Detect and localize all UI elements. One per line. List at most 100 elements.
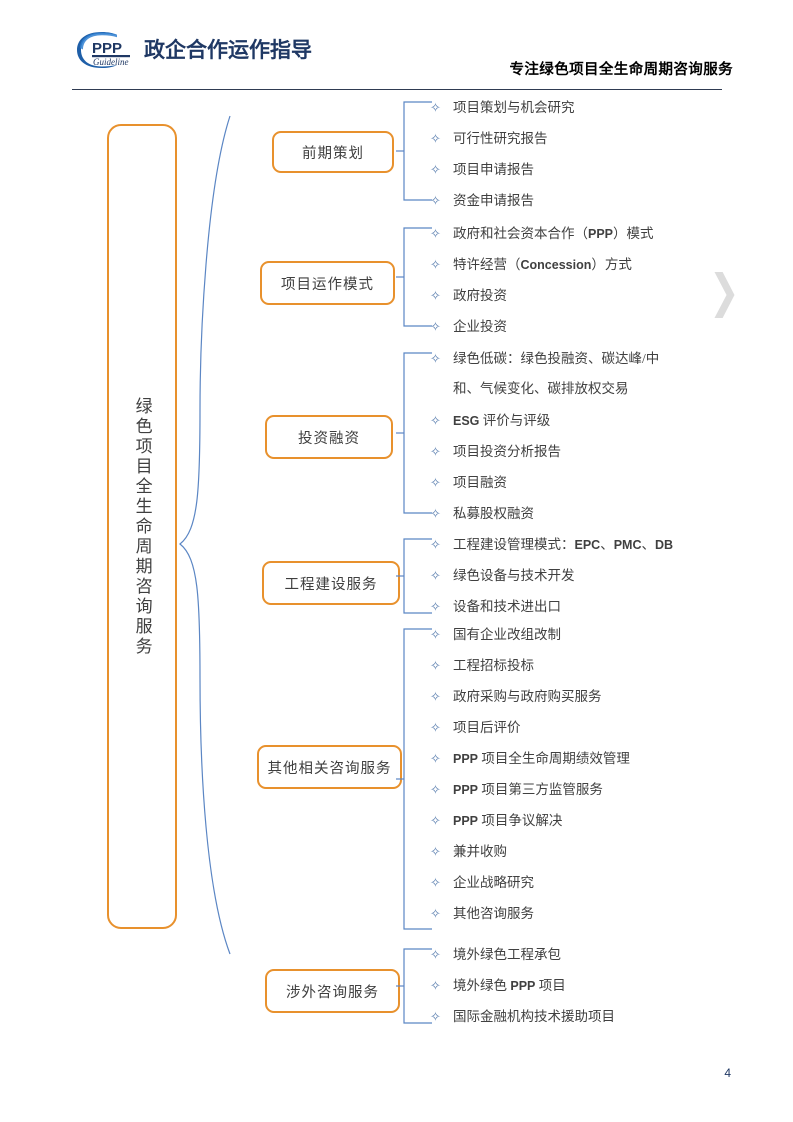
leaf-label: 企业投资 xyxy=(453,319,507,334)
leaf-item[interactable]: ✧ 可行性研究报告 xyxy=(430,124,548,154)
diamond-bullet-icon: ✧ xyxy=(430,475,441,490)
leaf-item[interactable]: ✧ 境外绿色 PPP 项目 xyxy=(430,971,566,1001)
leaf-label: 绿色低碳：绿色投融资、碳达峰/中和、气候变化、碳排放权交易 xyxy=(453,351,660,396)
leaf-item[interactable]: ✧ 项目后评价 xyxy=(430,713,521,743)
diamond-bullet-icon: ✧ xyxy=(430,351,441,366)
category-box-2[interactable]: 项目运作模式 xyxy=(260,261,395,305)
leaf-label: 项目投资分析报告 xyxy=(453,444,561,459)
svg-text:Guideline: Guideline xyxy=(93,57,129,67)
leaf-label: PPP 项目争议解决 xyxy=(453,813,563,828)
leaf-item[interactable]: ✧ 项目投资分析报告 xyxy=(430,437,561,467)
page-header: PPP Guideline 政企合作运作指导 专注绿色项目全生命周期咨询服务 xyxy=(0,0,793,92)
leaf-item[interactable]: ✧ PPP 项目第三方监管服务 xyxy=(430,775,603,805)
leaf-item[interactable]: ✧ 特许经营（Concession）方式 xyxy=(430,250,632,280)
page-number: 4 xyxy=(724,1066,731,1080)
leaf-label: 特许经营（Concession）方式 xyxy=(453,257,632,272)
leaf-label: 政府采购与政府购买服务 xyxy=(453,689,602,704)
diamond-bullet-icon: ✧ xyxy=(430,875,441,890)
leaf-label: 可行性研究报告 xyxy=(453,131,548,146)
root-brace-connector xyxy=(179,115,231,955)
leaf-label: 项目策划与机会研究 xyxy=(453,100,575,115)
chevron-right-icon: ❯ xyxy=(708,265,740,317)
diamond-bullet-icon: ✧ xyxy=(430,568,441,583)
leaf-item[interactable]: ✧ 兼并收购 xyxy=(430,837,507,867)
leaf-item[interactable]: ✧ 企业战略研究 xyxy=(430,868,534,898)
svg-text:PPP: PPP xyxy=(92,40,122,57)
diamond-bullet-icon: ✧ xyxy=(430,782,441,797)
group-bracket-3 xyxy=(396,352,432,514)
leaf-item[interactable]: ✧ 政府采购与政府购买服务 xyxy=(430,682,602,712)
leaf-item[interactable]: ✧ 项目申请报告 xyxy=(430,155,534,185)
leaf-label: 绿色设备与技术开发 xyxy=(453,568,575,583)
leaf-label: 兼并收购 xyxy=(453,844,507,859)
leaf-label: 企业战略研究 xyxy=(453,875,534,890)
leaf-label: 国际金融机构技术援助项目 xyxy=(453,1009,615,1024)
diamond-bullet-icon: ✧ xyxy=(430,1009,441,1024)
diamond-bullet-icon: ✧ xyxy=(430,658,441,673)
leaf-item[interactable]: ✧ 绿色设备与技术开发 xyxy=(430,561,575,591)
leaf-label: 工程招标投标 xyxy=(453,658,534,673)
leaf-item[interactable]: ✧ 国际金融机构技术援助项目 xyxy=(430,1002,615,1032)
leaf-item[interactable]: ✧ 企业投资 xyxy=(430,312,507,342)
leaf-label: 资金申请报告 xyxy=(453,193,534,208)
leaf-item[interactable]: ✧ PPP 项目争议解决 xyxy=(430,806,562,836)
leaf-label: 项目后评价 xyxy=(453,720,521,735)
leaf-label: 政府和社会资本合作（PPP）模式 xyxy=(453,226,654,241)
diamond-bullet-icon: ✧ xyxy=(430,444,441,459)
leaf-label: 境外绿色 PPP 项目 xyxy=(453,978,566,993)
leaf-item[interactable]: ✧ 资金申请报告 xyxy=(430,186,534,216)
leaf-item[interactable]: ✧ 私募股权融资 xyxy=(430,499,534,529)
leaf-label: 其他咨询服务 xyxy=(453,906,534,921)
diamond-bullet-icon: ✧ xyxy=(430,257,441,272)
diamond-bullet-icon: ✧ xyxy=(430,844,441,859)
diamond-bullet-icon: ✧ xyxy=(430,813,441,828)
leaf-label: PPP 项目第三方监管服务 xyxy=(453,782,603,797)
leaf-item[interactable]: ✧ 政府和社会资本合作（PPP）模式 xyxy=(430,219,654,249)
group-bracket-6 xyxy=(396,948,432,1024)
leaf-item[interactable]: ✧ 政府投资 xyxy=(430,281,507,311)
group-bracket-5 xyxy=(396,628,432,930)
leaf-label: PPP 项目全生命周期绩效管理 xyxy=(453,751,630,766)
ppp-guideline-logo-icon: PPP Guideline xyxy=(72,28,138,72)
diamond-bullet-icon: ✧ xyxy=(430,751,441,766)
leaf-item[interactable]: ✧ 国有企业改组改制 xyxy=(430,620,561,650)
diamond-bullet-icon: ✧ xyxy=(430,978,441,993)
leaf-label: 项目申请报告 xyxy=(453,162,534,177)
leaf-item[interactable]: ✧ 工程建设管理模式：EPC、PMC、DB xyxy=(430,530,673,560)
root-node-box: 绿色项目全生命周期咨询服务 xyxy=(107,124,177,929)
leaf-item[interactable]: ✧ ESG 评价与评级 xyxy=(430,406,550,436)
leaf-item[interactable]: ✧ 工程招标投标 xyxy=(430,651,534,681)
diamond-bullet-icon: ✧ xyxy=(430,413,441,428)
diamond-bullet-icon: ✧ xyxy=(430,906,441,921)
group-bracket-4 xyxy=(396,538,432,614)
leaf-label: 私募股权融资 xyxy=(453,506,534,521)
diamond-bullet-icon: ✧ xyxy=(430,627,441,642)
category-box-4[interactable]: 工程建设服务 xyxy=(262,561,400,605)
leaf-item[interactable]: ✧ 项目融资 xyxy=(430,468,507,498)
leaf-item[interactable]: ✧ 绿色低碳：绿色投融资、碳达峰/中和、气候变化、碳排放权交易 xyxy=(430,344,660,404)
diamond-bullet-icon: ✧ xyxy=(430,131,441,146)
leaf-label: ESG 评价与评级 xyxy=(453,413,551,428)
brand-logo: PPP Guideline 政企合作运作指导 xyxy=(72,28,312,72)
group-bracket-2 xyxy=(396,227,432,327)
diamond-bullet-icon: ✧ xyxy=(430,162,441,177)
diamond-bullet-icon: ✧ xyxy=(430,506,441,521)
leaf-item[interactable]: ✧ 其他咨询服务 xyxy=(430,899,534,929)
diamond-bullet-icon: ✧ xyxy=(430,689,441,704)
leaf-item[interactable]: ✧ 项目策划与机会研究 xyxy=(430,93,575,123)
leaf-label: 项目融资 xyxy=(453,475,507,490)
leaf-item[interactable]: ✧ 设备和技术进出口 xyxy=(430,592,561,622)
leaf-label: 政府投资 xyxy=(453,288,507,303)
leaf-item[interactable]: ✧ PPP 项目全生命周期绩效管理 xyxy=(430,744,630,774)
brand-wordmark: 政企合作运作指导 xyxy=(144,39,312,62)
category-box-3[interactable]: 投资融资 xyxy=(265,415,393,459)
category-box-6[interactable]: 涉外咨询服务 xyxy=(265,969,400,1013)
group-bracket-1 xyxy=(396,101,432,201)
category-box-1[interactable]: 前期策划 xyxy=(272,131,394,173)
diamond-bullet-icon: ✧ xyxy=(430,226,441,241)
diamond-bullet-icon: ✧ xyxy=(430,319,441,334)
diamond-bullet-icon: ✧ xyxy=(430,537,441,552)
category-box-5[interactable]: 其他相关咨询服务 xyxy=(257,745,402,789)
leaf-item[interactable]: ✧ 境外绿色工程承包 xyxy=(430,940,561,970)
diamond-bullet-icon: ✧ xyxy=(430,193,441,208)
